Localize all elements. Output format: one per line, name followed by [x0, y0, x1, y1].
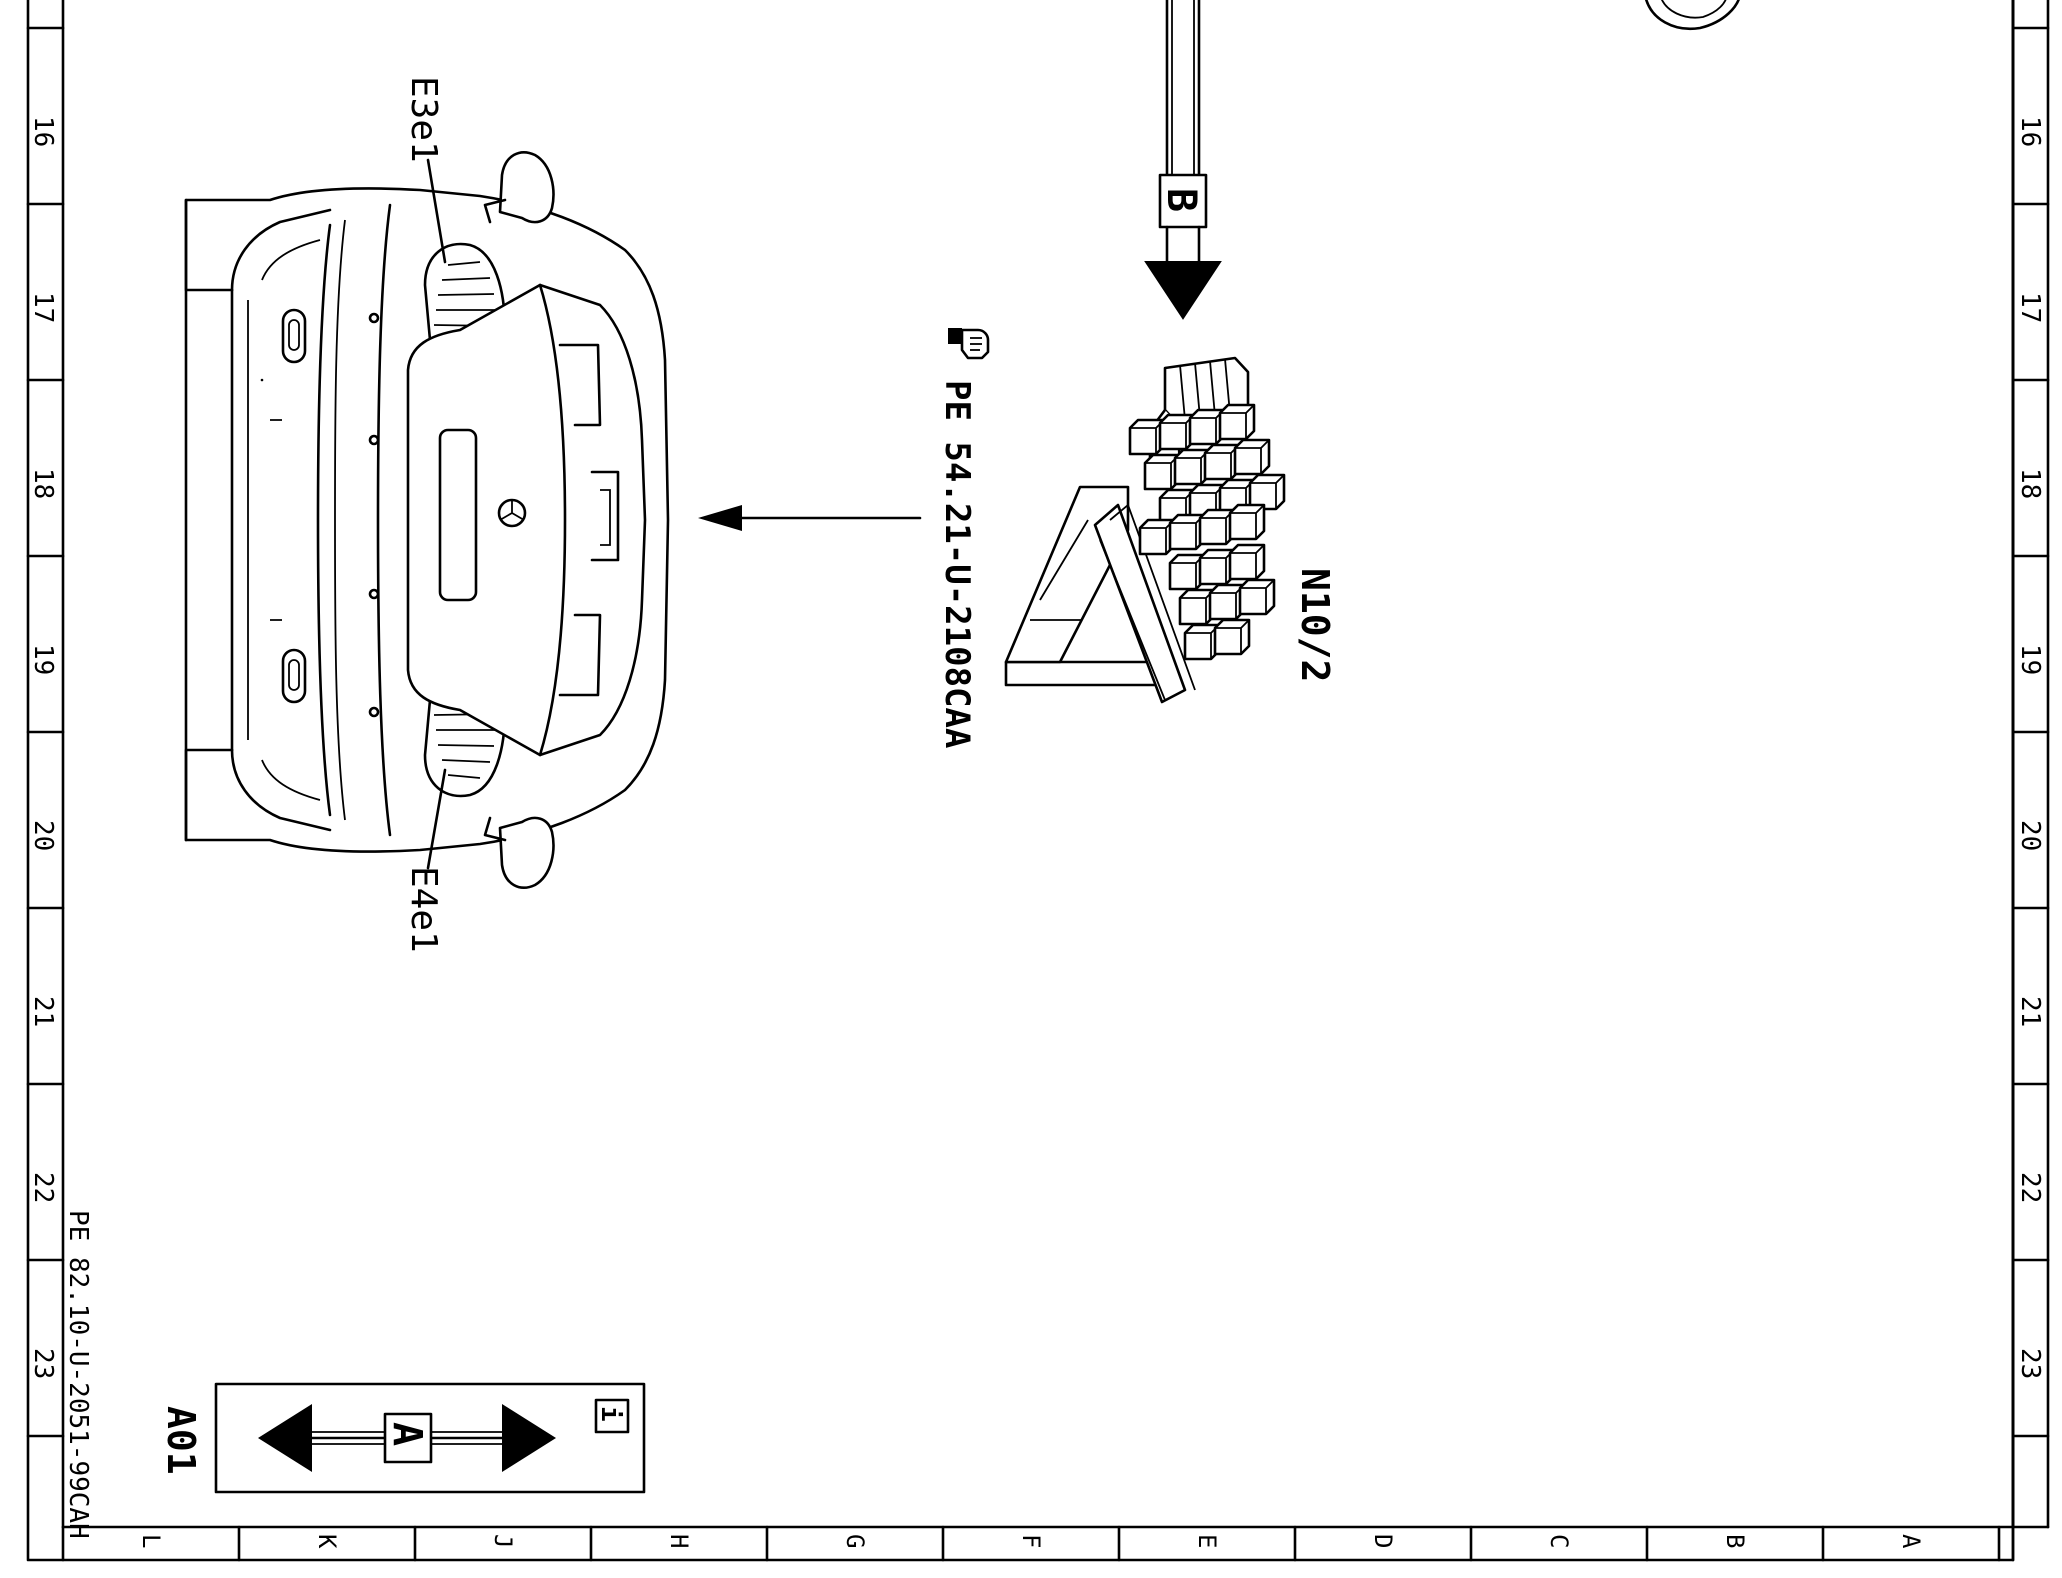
left-row-ticks — [26, 26, 65, 1438]
connector-b-box — [1158, 173, 1208, 229]
row-label: 19 — [2015, 644, 2045, 675]
column-label: K — [313, 1534, 341, 1549]
column-label: J — [489, 1534, 517, 1548]
row-label: 20 — [2015, 820, 2045, 851]
reference-text: PE 54.21-U-2108CAA — [937, 380, 977, 748]
arrow-left-icon — [258, 1404, 312, 1472]
right-row-numbers: 16 17 18 19 20 21 22 23 — [2015, 116, 2045, 1379]
column-label: B — [1721, 1534, 1749, 1548]
row-label: 20 — [28, 820, 58, 851]
row-label: 17 — [2015, 292, 2045, 323]
info-icon-glyph: i — [595, 1406, 625, 1422]
tail-light-bottom-lines — [433, 713, 499, 779]
column-label: A — [1897, 1534, 1925, 1549]
row-label: 22 — [28, 1172, 58, 1203]
reference-pe-82: PE 82.10-U-2051-99CAH — [63, 1210, 93, 1539]
arrow-left-to-car — [698, 505, 922, 531]
fuse-block — [1248, 473, 1286, 511]
fuse-block — [1213, 618, 1251, 656]
fuse-block — [1233, 438, 1271, 476]
partial-component-outline — [1645, 0, 1740, 31]
info-icon[interactable] — [594, 1398, 630, 1434]
column-label: H — [665, 1534, 693, 1548]
right-row-ticks — [2011, 0, 2050, 1529]
column-label: F — [1017, 1534, 1045, 1548]
left-row-numbers: 16 17 18 19 20 21 22 23 — [28, 116, 58, 1379]
reference-pe-54: PE 54.21-U-2108CAA — [937, 328, 990, 748]
fuse-block — [1218, 403, 1256, 441]
row-label: 23 — [28, 1348, 58, 1379]
row-label: 18 — [28, 468, 58, 499]
fuse-grid — [1128, 403, 1286, 661]
row-label: 17 — [28, 292, 58, 323]
fuse-block — [1228, 543, 1266, 581]
arrow-right-icon — [502, 1404, 556, 1472]
row-label: 22 — [2015, 1172, 2045, 1203]
row-label: 16 — [28, 116, 58, 147]
label-e3e1: E3e1 — [403, 76, 444, 163]
tail-light-top-lines — [433, 261, 499, 327]
fuse-block — [1228, 503, 1266, 541]
column-label: L — [137, 1534, 165, 1548]
hand-pointer-icon — [948, 328, 990, 360]
vehicle-rear-view — [184, 151, 670, 889]
cable-b: B — [1144, 0, 1222, 320]
component-label: N10/2 — [1293, 568, 1337, 682]
row-label: 16 — [2015, 116, 2045, 147]
connector-a-label: A — [384, 1422, 430, 1446]
row-label: 21 — [2015, 996, 2045, 1027]
bottom-column-ticks — [61, 1525, 2001, 1562]
arrow-left-icon — [698, 505, 742, 531]
fuse-block — [1238, 578, 1276, 616]
sheet-id: A01 — [159, 1406, 203, 1475]
row-label: 23 — [2015, 1348, 2045, 1379]
connector-b-label: B — [1158, 188, 1204, 212]
column-label: C — [1545, 1534, 1573, 1548]
row-label: 21 — [28, 996, 58, 1027]
arrow-down-icon — [1144, 261, 1222, 320]
column-label: G — [841, 1534, 869, 1548]
bottom-column-letters: L K J H G F E D C B A — [137, 1534, 1925, 1549]
row-label: 18 — [2015, 468, 2045, 499]
connection-box-a: A i — [214, 1382, 646, 1494]
label-e4e1: E4e1 — [403, 866, 444, 953]
column-label: E — [1193, 1534, 1221, 1548]
row-label: 19 — [28, 644, 58, 675]
column-label: D — [1369, 1534, 1397, 1548]
component-n10-2: N10/2 — [1004, 356, 1337, 704]
